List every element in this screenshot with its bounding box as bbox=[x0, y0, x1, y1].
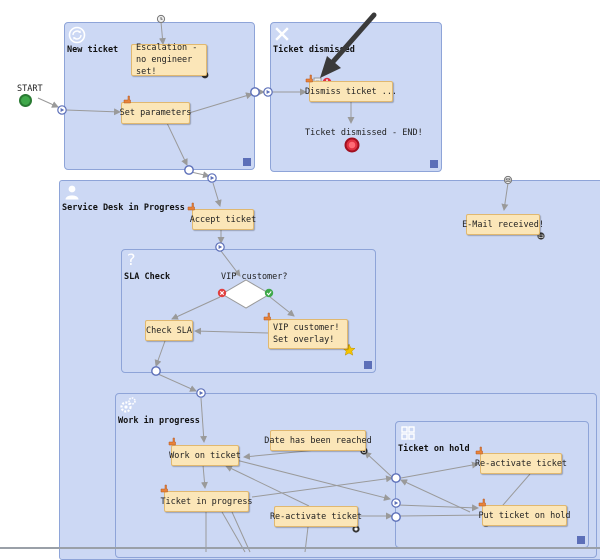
play-node-icon[interactable] bbox=[215, 242, 225, 252]
play-node-icon[interactable] bbox=[57, 105, 67, 115]
task-work-on-ticket[interactable]: Work on ticket bbox=[169, 445, 241, 466]
approve-icon bbox=[264, 288, 274, 298]
group-title-new-ticket: New ticket bbox=[67, 45, 119, 55]
group-title-sla-check: SLA Check bbox=[124, 272, 171, 282]
hand-icon bbox=[305, 74, 313, 83]
question-icon: ? bbox=[127, 250, 136, 269]
play-node-icon[interactable] bbox=[263, 87, 273, 97]
boundary-event-icon bbox=[352, 525, 360, 533]
decision-gateway[interactable] bbox=[221, 279, 271, 309]
resize-handle[interactable] bbox=[364, 361, 372, 369]
junction-node[interactable] bbox=[250, 87, 260, 97]
mail-icon bbox=[503, 175, 513, 185]
hand-icon bbox=[187, 202, 195, 211]
hand-icon bbox=[123, 95, 131, 104]
task-vip-overlay[interactable]: VIP customer! Set overlay! bbox=[268, 319, 348, 349]
play-node-icon[interactable] bbox=[207, 173, 217, 183]
task-put-ticket-on-hold[interactable]: Put ticket on hold bbox=[478, 505, 571, 526]
gears-icon bbox=[120, 397, 136, 413]
group-ticket-on-hold[interactable]: Ticket on hold bbox=[395, 421, 589, 548]
task-dismiss-ticket[interactable]: Dismiss ticket ... bbox=[305, 81, 397, 102]
start-event[interactable] bbox=[19, 94, 32, 107]
hand-icon bbox=[160, 484, 168, 493]
hand-icon bbox=[168, 437, 176, 446]
junction-node[interactable] bbox=[391, 512, 401, 522]
play-node-icon[interactable] bbox=[196, 388, 206, 398]
group-title-ticket-on-hold: Ticket on hold bbox=[398, 444, 470, 454]
group-title-service-desk: Service Desk in Progress bbox=[62, 203, 185, 213]
task-date-reached[interactable]: Date has been reached bbox=[264, 430, 372, 451]
group-sla-check[interactable]: ? SLA Check bbox=[121, 249, 376, 373]
task-check-sla[interactable]: Check SLA bbox=[145, 320, 193, 341]
resize-handle[interactable] bbox=[430, 160, 438, 168]
junction-node[interactable] bbox=[151, 366, 161, 376]
cycle-icon bbox=[68, 26, 86, 44]
group-title-ticket-dismissed: Ticket dismissed bbox=[273, 45, 355, 55]
resize-handle[interactable] bbox=[243, 158, 251, 166]
label-ticket-dismissed-end: Ticket dismissed - END! bbox=[305, 128, 423, 138]
end-event[interactable] bbox=[344, 137, 360, 153]
task-ticket-in-progress[interactable]: Ticket in progress bbox=[160, 491, 253, 512]
task-email-received[interactable]: E-Mail received! bbox=[462, 214, 544, 235]
task-set-parameters[interactable]: Set parameters bbox=[120, 102, 191, 124]
reject-icon bbox=[217, 288, 227, 298]
junction-node[interactable] bbox=[391, 473, 401, 483]
hand-icon bbox=[263, 312, 271, 321]
person-icon bbox=[65, 185, 79, 200]
timer-icon bbox=[156, 14, 166, 24]
group-title-work-in-progress: Work in progress bbox=[118, 416, 200, 426]
hand-icon bbox=[478, 498, 486, 507]
start-label: START bbox=[17, 84, 43, 94]
bottom-divider bbox=[0, 547, 600, 549]
junction-node[interactable] bbox=[184, 165, 194, 175]
resize-handle[interactable] bbox=[577, 536, 585, 544]
hand-icon bbox=[475, 446, 483, 455]
task-reactivate-ticket-hold[interactable]: Re-activate ticket bbox=[475, 453, 567, 474]
grid-icon bbox=[401, 426, 415, 440]
label-vip-question: VIP customer? bbox=[221, 272, 288, 282]
task-reactivate-ticket[interactable]: Re-activate ticket bbox=[270, 506, 362, 527]
task-escalation[interactable]: Escalation - no engineer set! bbox=[131, 43, 207, 77]
task-accept-ticket[interactable]: Accept ticket bbox=[190, 209, 256, 230]
close-x-icon bbox=[275, 27, 289, 41]
play-node-icon[interactable] bbox=[391, 498, 401, 508]
